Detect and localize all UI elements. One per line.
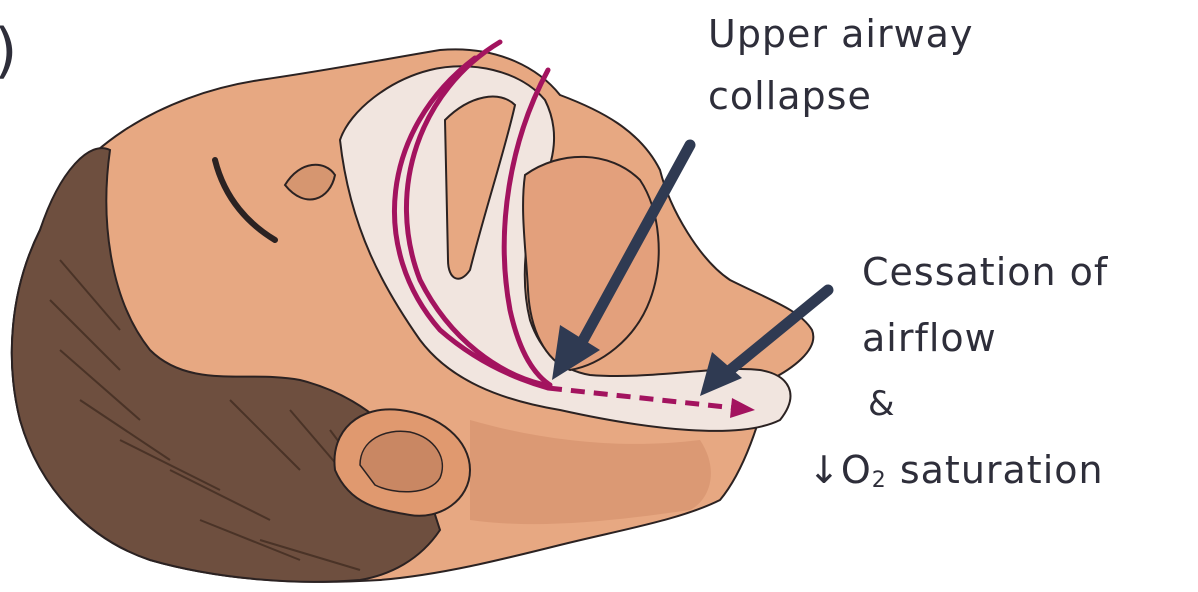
o2-subscript: 2 — [872, 468, 887, 493]
o2-saturation-label: ↓O2 saturation — [808, 450, 1104, 493]
connector-symbol: & — [868, 386, 896, 423]
collapse-label: collapse — [708, 76, 872, 118]
panel-marker: ) — [0, 18, 18, 84]
o2-arrow-text: ↓O — [808, 448, 872, 492]
upper-airway-label: Upper airway — [708, 14, 973, 56]
airflow-label: airflow — [862, 318, 997, 360]
cessation-label: Cessation of — [862, 252, 1108, 294]
saturation-text: saturation — [887, 448, 1104, 492]
